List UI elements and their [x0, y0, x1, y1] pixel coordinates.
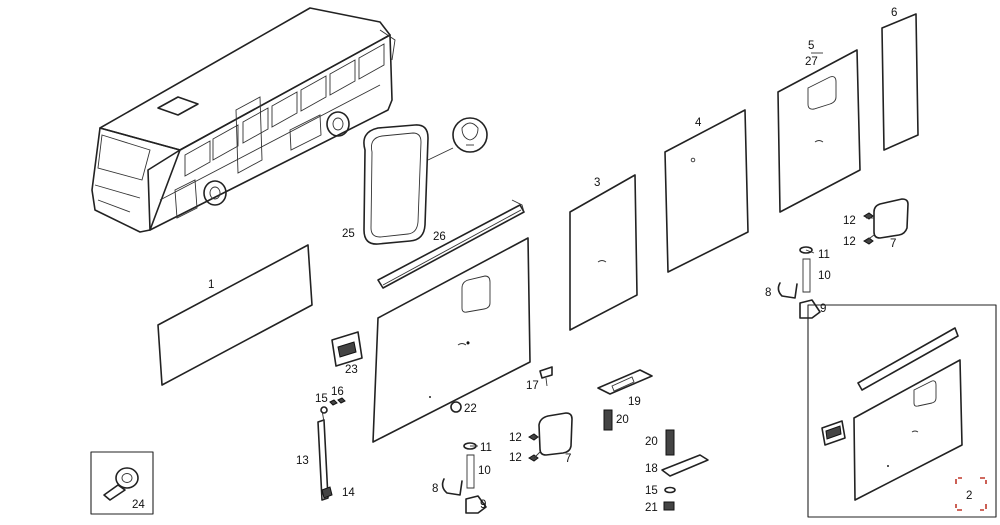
callout-7-upper: 7 [890, 238, 896, 250]
callout-17: 17 [526, 380, 539, 392]
part-4-panel [664, 109, 749, 273]
callout-4: 4 [695, 117, 702, 129]
svg-text:•: • [466, 338, 470, 350]
part-3-panel [569, 174, 638, 331]
part-20-bolt-upper [603, 409, 613, 431]
callout-24: 24 [132, 499, 145, 511]
callout-3: 3 [594, 177, 600, 189]
callout-12-lower-a: 12 [509, 432, 522, 444]
callout-26: 26 [433, 231, 446, 243]
callout-12-upper-a: 12 [843, 215, 856, 227]
leader-lines [470, 52, 875, 459]
callout-15-lower: 15 [645, 485, 658, 497]
callout-9-upper: 9 [820, 303, 826, 315]
part-23-bracket [331, 331, 363, 367]
callout-15-left: 15 [315, 393, 328, 405]
part-6-panel [881, 13, 919, 151]
part-5-panel [777, 49, 861, 213]
callout-11-lower: 11 [480, 442, 492, 454]
callout-22: 22 [464, 403, 477, 415]
inset-detail-box [807, 304, 997, 518]
callout-20-upper: 20 [616, 414, 629, 426]
callout-14: 14 [342, 487, 355, 499]
part-24-inset-box [90, 451, 154, 515]
callout-18: 18 [645, 463, 658, 475]
callout-12-lower-b: 12 [509, 452, 522, 464]
callout-6: 6 [891, 7, 897, 19]
hinge-assembly-lower [661, 429, 709, 511]
callout-5: 5 [808, 40, 814, 52]
clip-assembly-lower [441, 442, 487, 514]
part-7-cover-upper [863, 198, 909, 245]
callout-labels: 1 3 4 5 27 6 25 26 12 12 7 11 10 8 9 23 … [132, 7, 972, 514]
callout-8-upper: 8 [765, 287, 771, 299]
callout-20-lower: 20 [645, 436, 658, 448]
callout-1: 1 [208, 279, 214, 291]
callout-9-lower: 9 [480, 499, 486, 511]
callout-13: 13 [296, 455, 309, 467]
callout-21: 21 [645, 502, 658, 514]
callout-11-upper: 11 [818, 249, 830, 261]
part-19-hinge [597, 369, 653, 395]
part-13-strut [317, 397, 346, 501]
center-panel: • [372, 237, 531, 443]
callout-19: 19 [628, 396, 641, 408]
clip-assembly-upper [777, 246, 821, 319]
callout-27: 27 [805, 56, 818, 68]
bus-illustration [91, 7, 396, 233]
callout-8-lower: 8 [432, 483, 438, 495]
callout-7-lower: 7 [565, 453, 571, 465]
part-25-window-seal [363, 124, 429, 245]
callout-16: 16 [331, 386, 344, 398]
page-indicator: 2 [966, 490, 972, 502]
callout-10-lower: 10 [478, 465, 491, 477]
callout-25: 25 [342, 228, 355, 240]
part-1-side-panel [157, 244, 313, 386]
oil-drop-circle-icon [427, 117, 488, 161]
callout-23: 23 [345, 364, 358, 376]
part-22-grommet [450, 401, 462, 413]
part-17-screw [539, 366, 553, 387]
callout-12-upper-b: 12 [843, 236, 856, 248]
part-26-rail [377, 199, 525, 289]
callout-10-upper: 10 [818, 270, 831, 282]
